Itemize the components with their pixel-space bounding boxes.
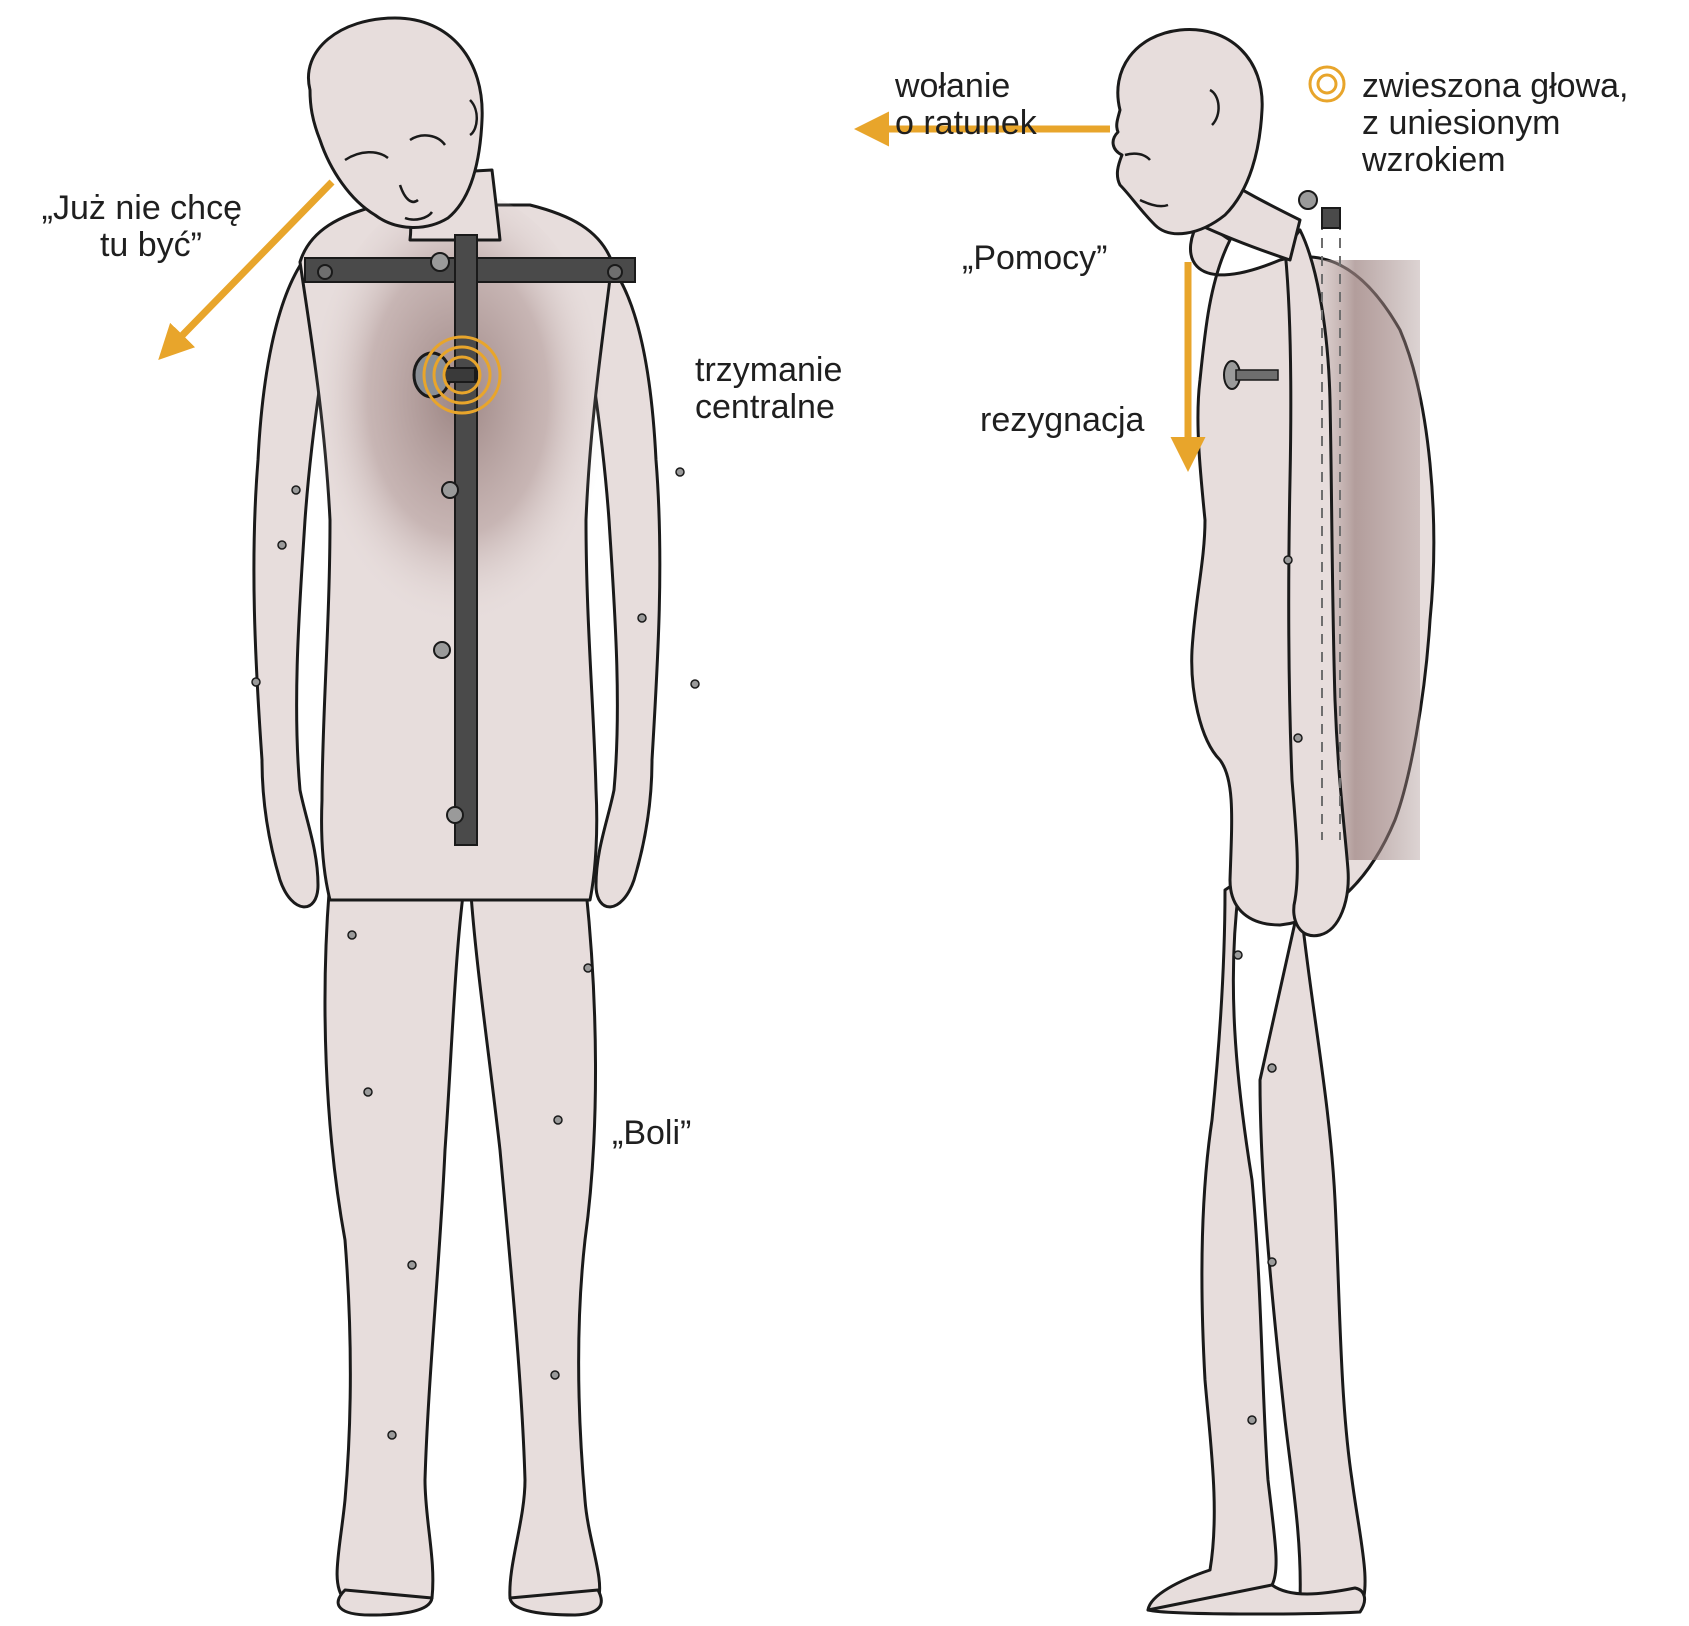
pin-icon: [434, 642, 450, 658]
frame-icon: [1322, 208, 1340, 228]
call-label-line: o ratunek: [895, 105, 1037, 142]
pin-icon: [1299, 191, 1317, 209]
help-quote: „Pomocy”: [962, 240, 1107, 277]
pin-icon: [442, 482, 458, 498]
left-figure-leg-right: [325, 880, 465, 1608]
left-figure-head: [308, 18, 482, 227]
left-figure-leg-left: [470, 880, 600, 1609]
pin-icon: [1236, 370, 1278, 380]
pin-icon: [447, 807, 463, 823]
pin-icon: [431, 253, 449, 271]
quote-line: „Już nie chcę: [10, 190, 242, 227]
head-label-line: z uniesionym: [1362, 105, 1628, 142]
right-figure-leg-front: [1148, 880, 1276, 1610]
head-position-label: zwieszona głowa, z uniesionym wzrokiem: [1362, 68, 1628, 179]
help-quote-text: „Pomocy”: [962, 240, 1107, 277]
quote-dont-want-to-be-here: „Już nie chcę tu być”: [10, 190, 242, 264]
pin-icon: [445, 368, 475, 382]
focus-ring-icon: [1310, 67, 1344, 101]
resignation-label-text: rezygnacja: [980, 402, 1144, 439]
pin-icon: [318, 265, 332, 279]
right-figure-leg-back: [1260, 900, 1365, 1612]
head-label-line: zwieszona głowa,: [1362, 68, 1628, 105]
pin-icon: [608, 265, 622, 279]
resignation-label: rezygnacja: [980, 402, 1144, 439]
call-for-help-label: wołanie o ratunek: [895, 68, 1037, 142]
call-label-line: wołanie: [895, 68, 1037, 105]
frame-vertical-bar: [455, 235, 477, 845]
holding-label-line: trzymanie: [695, 352, 842, 389]
head-label-line: wzrokiem: [1362, 142, 1628, 179]
holding-label: trzymanie centralne: [695, 352, 842, 426]
quote-line: tu być”: [10, 227, 242, 264]
pain-quote-text: „Boli”: [612, 1115, 691, 1152]
holding-label-line: centralne: [695, 389, 842, 426]
pain-quote: „Boli”: [612, 1115, 691, 1152]
right-figure: [1113, 30, 1434, 1615]
